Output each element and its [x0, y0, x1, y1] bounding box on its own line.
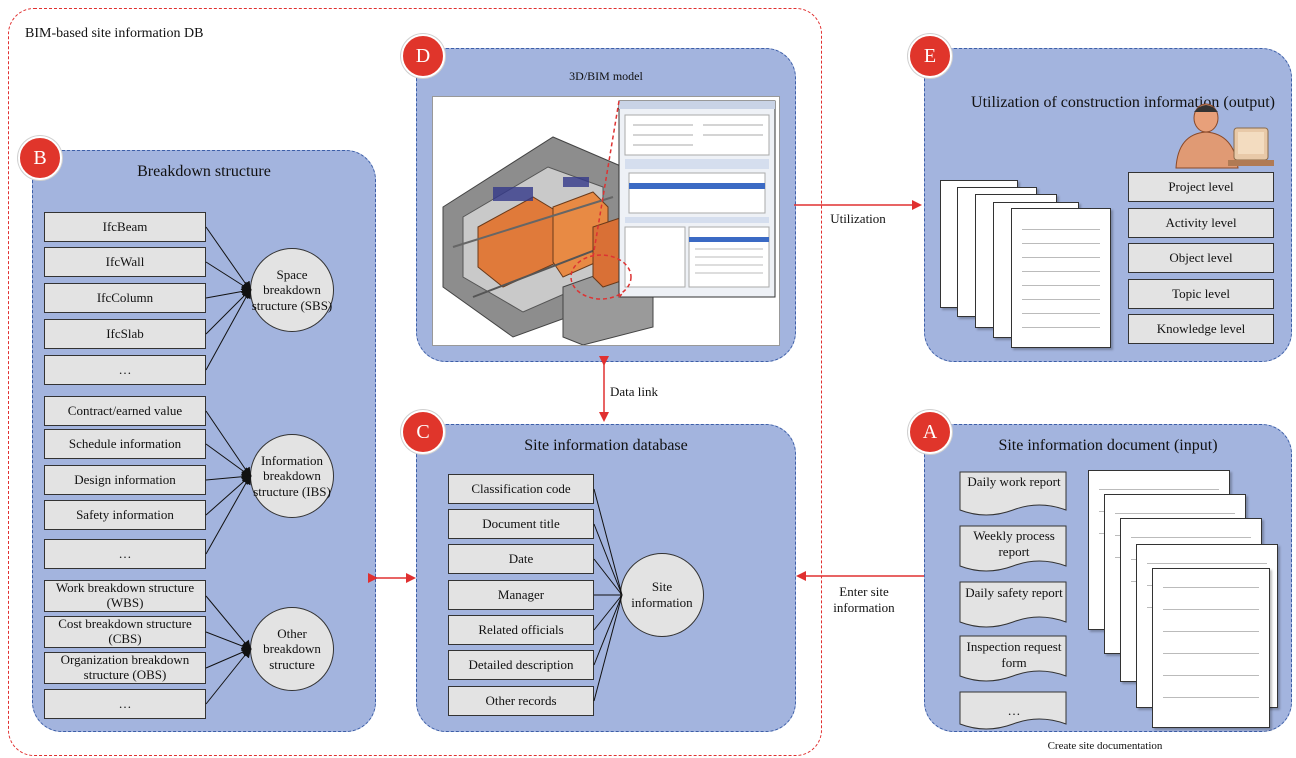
output-level: Object level: [1128, 243, 1274, 273]
input-doc-label: Weekly process report: [973, 528, 1055, 559]
input-doc-label: Inspection request form: [966, 639, 1062, 670]
sbs-circle: Space breakdown structure (SBS): [250, 248, 334, 332]
sbs-item: IfcWall: [44, 247, 206, 277]
panel-a-title: Site information document (input): [998, 437, 1218, 454]
input-doc-label: Daily work report: [967, 474, 1061, 489]
output-level: Topic level: [1128, 279, 1274, 309]
bim-model-drawing: [442, 100, 776, 345]
sbs-item: …: [44, 355, 206, 385]
enter-site-information-label: Enter site information: [833, 584, 895, 616]
output-level: Knowledge level: [1128, 314, 1274, 344]
bim-model-image: [432, 96, 780, 346]
site-db-field: Related officials: [448, 615, 594, 645]
badge-e: E: [908, 34, 952, 78]
input-doc-label: Daily safety report: [965, 585, 1063, 600]
sbs-item: IfcSlab: [44, 319, 206, 349]
output-paper: [1011, 208, 1111, 348]
site-db-field: Manager: [448, 580, 594, 610]
other-circle: Other breakdown structure: [250, 607, 334, 691]
site-db-field: Detailed description: [448, 650, 594, 680]
site-db-field: Date: [448, 544, 594, 574]
bim-site-db-region: [8, 8, 822, 756]
output-level: Activity level: [1128, 208, 1274, 238]
panel-c-title: Site information database: [524, 437, 688, 454]
site-db-field: Classification code: [448, 474, 594, 504]
badge-c: C: [401, 410, 445, 454]
ibs-circle: Information breakdown structure (IBS): [250, 434, 334, 518]
person-at-computer-icon: [1175, 103, 1274, 169]
utilization-label: Utilization: [830, 211, 886, 226]
ibs-item: Schedule information: [44, 429, 206, 459]
badge-a: A: [908, 410, 952, 454]
ibs-item: Design information: [44, 465, 206, 495]
other-item: Cost breakdown structure (CBS): [44, 616, 206, 648]
sbs-item: IfcColumn: [44, 283, 206, 313]
panel-b-title: Breakdown structure: [137, 163, 271, 180]
input-form-paper: [1152, 568, 1270, 728]
panel-d-title: 3D/BIM model: [569, 69, 643, 83]
badge-d: D: [401, 34, 445, 78]
site-db-field: Document title: [448, 509, 594, 539]
input-doc-shapes: [959, 471, 1067, 730]
ibs-item: …: [44, 539, 206, 569]
outer-title: BIM-based site information DB: [25, 26, 204, 41]
output-level: Project level: [1128, 172, 1274, 202]
sbs-item: IfcBeam: [44, 212, 206, 242]
ibs-item: Contract/earned value: [44, 396, 206, 426]
site-db-field: Other records: [448, 686, 594, 716]
input-doc-label: …: [1007, 703, 1021, 718]
other-item: Work breakdown structure (WBS): [44, 580, 206, 612]
data-link-label: Data link: [610, 384, 659, 399]
create-site-documentation-label: Create site documentation: [1047, 740, 1163, 752]
badge-b: B: [18, 136, 62, 180]
ibs-item: Safety information: [44, 500, 206, 530]
other-item: Organization breakdown structure (OBS): [44, 652, 206, 684]
site-information-circle: Site information: [620, 553, 704, 637]
other-item: …: [44, 689, 206, 719]
